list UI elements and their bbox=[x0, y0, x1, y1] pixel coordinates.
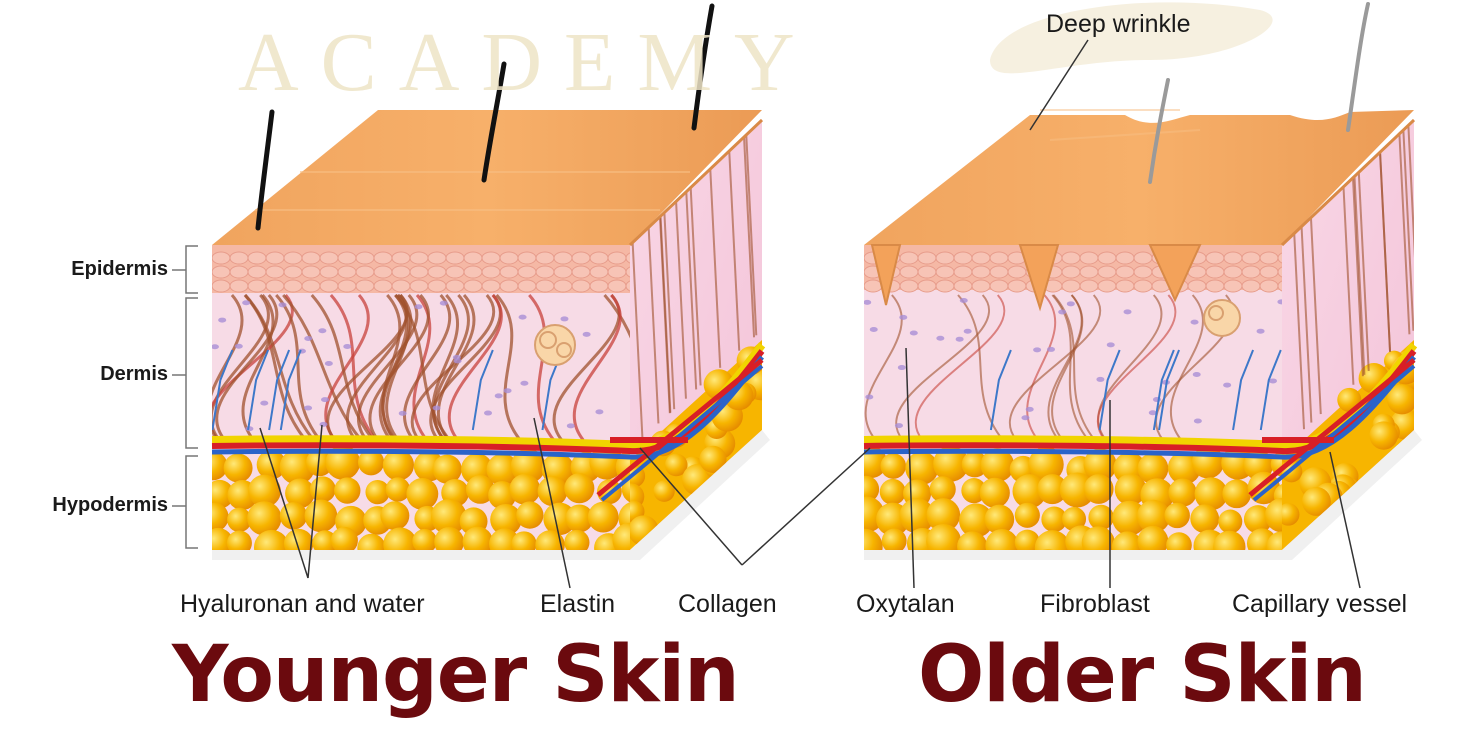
capillary-vessel-label: Capillary vessel bbox=[1232, 590, 1407, 619]
hypodermis-label: Hypodermis bbox=[8, 494, 168, 517]
younger-skin-title: Younger Skin bbox=[172, 630, 739, 720]
elastin-label: Elastin bbox=[540, 590, 615, 619]
fibroblast-label: Fibroblast bbox=[1040, 590, 1150, 619]
epidermis-label: Epidermis bbox=[8, 258, 168, 281]
hyaluronan-label: Hyaluronan and water bbox=[180, 590, 425, 619]
layer-brackets bbox=[172, 246, 198, 548]
oxytalan-label: Oxytalan bbox=[856, 590, 955, 619]
deep-wrinkle-label: Deep wrinkle bbox=[1046, 10, 1191, 39]
older-skin-title: Older Skin bbox=[918, 630, 1366, 720]
dermis-label: Dermis bbox=[8, 363, 168, 386]
collagen-label: Collagen bbox=[678, 590, 777, 619]
hair-strand bbox=[1348, 4, 1368, 130]
older-skin-block bbox=[847, 4, 1426, 590]
academy-watermark: ACADEMY bbox=[238, 14, 817, 111]
